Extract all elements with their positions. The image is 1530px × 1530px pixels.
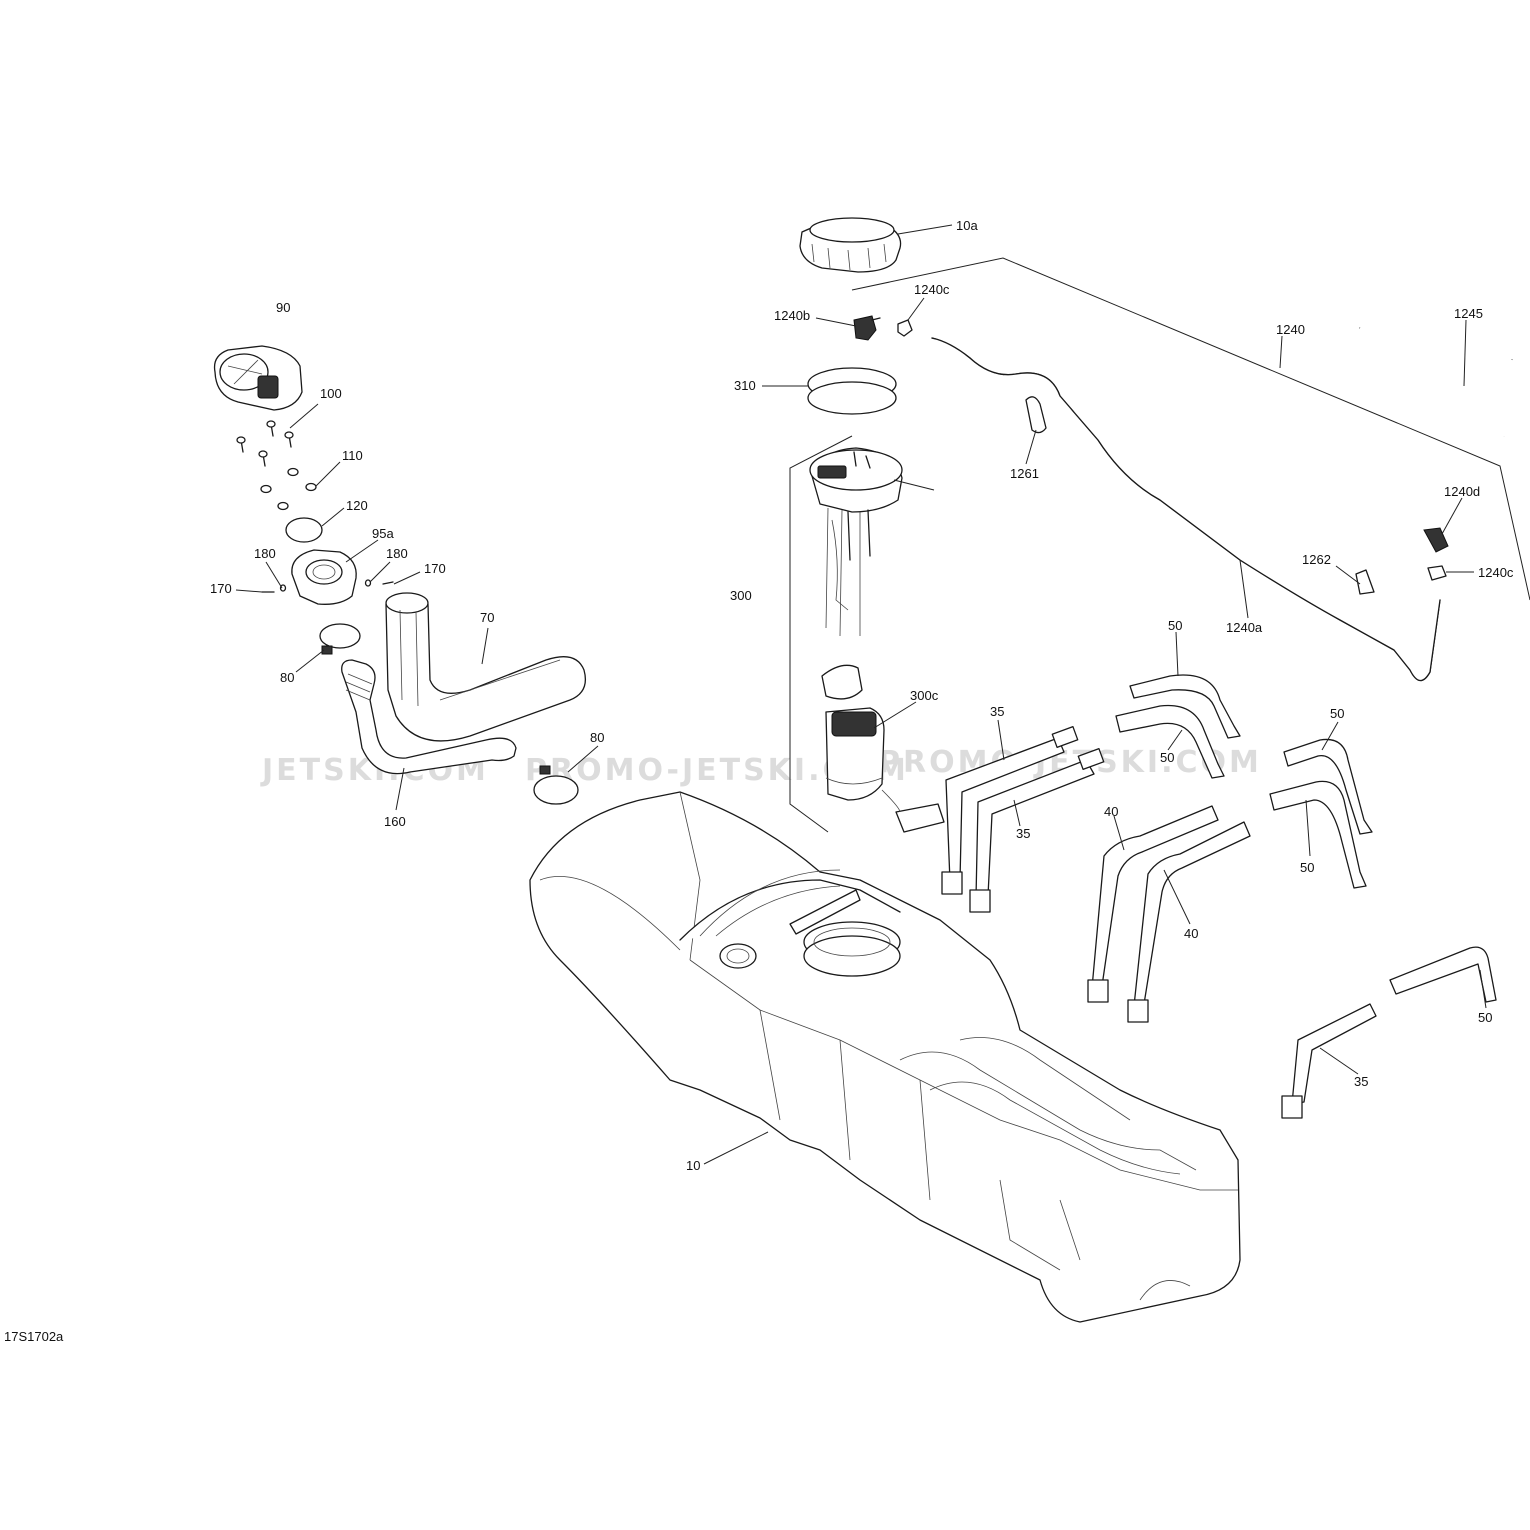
- callout-50-b: 50: [1160, 750, 1174, 765]
- callout-120: 120: [346, 498, 368, 513]
- callout-310: 310: [734, 378, 756, 393]
- vent-hose-1245: [1359, 327, 1513, 437]
- strap-50-top: [1115, 674, 1241, 779]
- fitting-1240c-top: [897, 319, 913, 337]
- drawing-reference: 17S1702a: [4, 1329, 64, 1344]
- bracket-300: [789, 435, 853, 833]
- filler-hose-70: [385, 592, 587, 742]
- hose-clamp-80-left: [319, 623, 361, 655]
- fitting-1240c-right: [1427, 565, 1447, 581]
- fitting-1240b: [853, 315, 881, 341]
- strap-50-lower: [1389, 946, 1497, 1003]
- callout-35-c: 35: [1354, 1074, 1368, 1089]
- callout-1261: 1261: [1010, 466, 1039, 481]
- callout-1240a: 1240a: [1226, 620, 1263, 635]
- callout-1240b: 1240b: [774, 308, 810, 323]
- strap-50-mid: [1269, 738, 1373, 889]
- callout-40-b: 40: [1184, 926, 1198, 941]
- callout-300: 300: [730, 588, 752, 603]
- screws-100: [236, 420, 294, 467]
- callout-160: 160: [384, 814, 406, 829]
- callout-40-a: 40: [1104, 804, 1118, 819]
- callout-110: 110: [342, 448, 363, 463]
- clip-1261: [1025, 396, 1047, 434]
- callout-170-right: 170: [424, 561, 446, 576]
- callout-1240c-right: 1240c: [1478, 565, 1514, 580]
- callout-1262: 1262: [1302, 552, 1331, 567]
- callout-70: 70: [480, 610, 494, 625]
- vent-hose-160: [341, 659, 517, 775]
- callout-180-right: 180: [386, 546, 408, 561]
- callout-50-a: 50: [1168, 618, 1182, 633]
- seal-310: [807, 367, 897, 415]
- strap-35-lower: [1281, 1003, 1377, 1119]
- callout-80-mid: 80: [590, 730, 604, 745]
- callout-1240d: 1240d: [1444, 484, 1480, 499]
- callout-90: 90: [276, 300, 290, 315]
- callout-10: 10: [686, 1158, 700, 1173]
- callout-180-left: 180: [254, 546, 276, 561]
- fuel-pump-module-300: [809, 447, 903, 637]
- callout-300c: 300c: [910, 688, 939, 703]
- callout-1240c-top: 1240c: [914, 282, 950, 297]
- callout-100: 100: [320, 386, 342, 401]
- hose-clamp-80-mid: [533, 765, 579, 805]
- strap-40-pair: [1087, 805, 1251, 1023]
- strap-35-pair: [941, 726, 1105, 913]
- bracket-1240: [851, 257, 1530, 601]
- callout-80-left: 80: [280, 670, 294, 685]
- callout-1240: 1240: [1276, 322, 1305, 337]
- pump-300c: [821, 664, 945, 833]
- callout-1245: 1245: [1454, 306, 1483, 321]
- leader-lines: [235, 224, 1487, 1165]
- callout-labels: 10a 1240c 1240b 1240 1245 310 1261 1240d…: [210, 218, 1514, 1173]
- screws-170-180: [261, 579, 394, 593]
- clip-1262: [1355, 569, 1375, 595]
- callout-95a: 95a: [372, 526, 394, 541]
- callout-50-c: 50: [1330, 706, 1344, 721]
- callout-50-e: 50: [1478, 1010, 1492, 1025]
- filler-flange-95a: [291, 549, 357, 605]
- gasket-120: [285, 517, 323, 543]
- callout-35-a: 35: [990, 704, 1004, 719]
- valve-1240d: [1423, 527, 1449, 553]
- callout-35-b: 35: [1016, 826, 1030, 841]
- filler-cap-90: [213, 345, 303, 411]
- nuts-110: [260, 467, 317, 511]
- callout-50-d: 50: [1300, 860, 1314, 875]
- fuel-tank-10: [529, 791, 1241, 1323]
- locking-ring-10a: [799, 217, 902, 273]
- callout-10a: 10a: [956, 218, 978, 233]
- callout-170-left: 170: [210, 581, 232, 596]
